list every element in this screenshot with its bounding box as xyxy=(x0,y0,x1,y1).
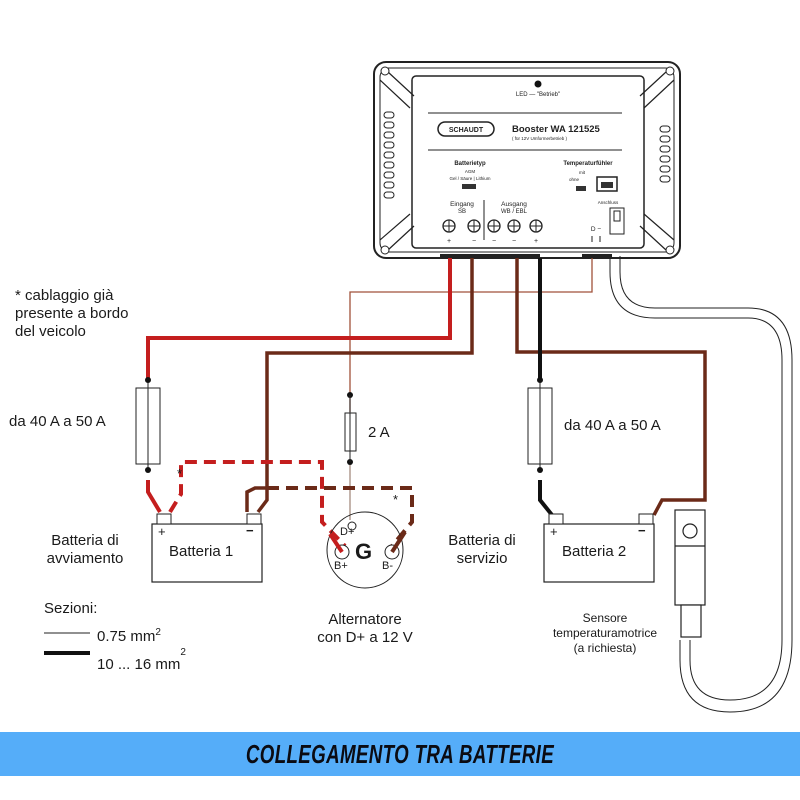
alternator-caption: Alternatore con D+ a 12 V xyxy=(317,611,413,646)
wire-output-minus xyxy=(515,258,707,516)
mount-hole-icon xyxy=(380,66,390,76)
vent-slot xyxy=(383,151,395,159)
legend-thin-sup: 2 xyxy=(155,627,161,638)
battery-type-line: Gel / Säure | Lithium xyxy=(450,176,491,181)
battery2-role: Batteria di servizio xyxy=(448,532,516,567)
sensor-eyelet-icon xyxy=(682,523,698,539)
vent-slots-left xyxy=(383,111,395,199)
prewired-note: * cablaggio già presente a bordo del vei… xyxy=(15,287,129,340)
d-plus-terminal-icon xyxy=(347,521,357,531)
brand-name: SCHAUDT xyxy=(449,127,484,134)
battery-2 xyxy=(543,513,655,583)
vent-slot xyxy=(659,125,671,133)
input-label: Eingang xyxy=(450,201,474,208)
battery-type-agm: AGM xyxy=(465,169,476,174)
screw-terminal-icon xyxy=(467,219,481,233)
output-sub: WB / EBL xyxy=(501,209,528,215)
terminal-sign: − xyxy=(512,238,516,245)
sensor-cable xyxy=(609,256,793,713)
terminal-sign: + xyxy=(534,238,538,245)
temp-sensor-mit: mit xyxy=(579,170,586,175)
vent-slot xyxy=(659,135,671,143)
battery2-plus: + xyxy=(550,524,558,539)
vent-slot xyxy=(659,165,671,173)
vent-slot xyxy=(383,161,395,169)
temp-sensor-ohne: ohne xyxy=(569,177,580,182)
vent-slot xyxy=(383,141,395,149)
terminal-sign: − xyxy=(472,238,476,245)
terminal-sign: + xyxy=(447,238,451,245)
battery1-asterisk: * xyxy=(177,466,183,481)
fuse-left-label: da 40 A a 50 A xyxy=(9,413,106,430)
battery2-minus: − xyxy=(638,523,646,538)
wire-input-minus xyxy=(265,258,474,488)
vent-slot xyxy=(383,181,395,189)
wire-output-plus-lower xyxy=(538,480,554,517)
terminal-block: + − − − + xyxy=(442,219,543,245)
title-banner: COLLEGAMENTO TRA BATTERIE xyxy=(0,732,800,776)
legend-thick-text: 10 ... 16 mm xyxy=(97,656,181,673)
connector-label: Anschluss xyxy=(598,200,619,205)
legend-thin-label: 0.75 mm2 xyxy=(97,624,161,646)
vent-slot xyxy=(659,175,671,183)
alternator-b-plus: B+ xyxy=(334,560,348,572)
booster-subtitle: ( für 12V Umformerbetrieb ) xyxy=(512,136,568,141)
screw-terminal-icon xyxy=(529,219,543,233)
battery1-minus: − xyxy=(246,523,254,538)
fuse-middle-label: 2 A xyxy=(368,424,390,441)
battery-1 xyxy=(151,513,263,583)
screw-terminal-icon xyxy=(507,219,521,233)
input-sub: SB xyxy=(458,209,466,215)
battery1-name: Batteria 1 xyxy=(169,543,234,560)
alternator-d-plus: D+ xyxy=(340,526,355,538)
temperature-sensor xyxy=(674,509,706,638)
temp-sensor-switch[interactable] xyxy=(576,186,586,191)
banner-title: COLLEGAMENTO TRA BATTERIE xyxy=(245,738,555,769)
wire-prewired-plus xyxy=(168,460,347,548)
screw-terminal-icon xyxy=(487,219,501,233)
vent-slots-right xyxy=(659,125,671,183)
terminal-sign: − xyxy=(492,238,496,245)
vent-slot xyxy=(659,155,671,163)
brand-logo xyxy=(437,121,495,137)
booster-title: Booster WA 121525 xyxy=(512,124,601,135)
legend-thin-text: 0.75 mm xyxy=(97,628,156,645)
alternator-b-minus: B- xyxy=(382,560,393,572)
vent-slot xyxy=(383,131,395,139)
battery-type-switch[interactable] xyxy=(462,184,476,189)
output-label: Ausgang xyxy=(501,201,527,208)
screw-terminal-icon xyxy=(442,219,456,233)
mount-hole-icon xyxy=(380,245,390,255)
wire-input-plus xyxy=(146,258,452,380)
mount-hole-icon xyxy=(665,66,675,76)
battery1-plus: + xyxy=(158,524,166,539)
vent-slot xyxy=(383,111,395,119)
battery2-name: Batteria 2 xyxy=(562,543,627,560)
legend-thick-label: 10 ... 16 mm2 xyxy=(97,644,186,674)
led-label: LED — "Betrieb" xyxy=(516,92,560,98)
mount-hole-icon xyxy=(665,245,675,255)
legend-thick-sup: 2 xyxy=(180,647,186,658)
sensor-caption: Sensore temperaturamotrice (a richiesta) xyxy=(552,611,658,655)
led-icon xyxy=(534,80,542,88)
vent-slot xyxy=(383,191,395,199)
vent-slot xyxy=(383,171,395,179)
battery-type-label: Batterietyp xyxy=(454,161,486,167)
alternator-asterisk: * xyxy=(393,492,399,507)
temp-sensor-label: Temperaturfühler xyxy=(563,161,613,167)
vent-slot xyxy=(659,145,671,153)
legend-title: Sezioni: xyxy=(44,600,98,617)
fuse-right-label: da 40 A a 50 A xyxy=(564,417,661,434)
booster-unit: LED — "Betrieb" SCHAUDT Booster WA 12152… xyxy=(373,61,681,259)
alternator-symbol: G xyxy=(355,539,373,564)
wire-battery1-plus xyxy=(146,480,162,514)
vent-slot xyxy=(383,121,395,129)
battery1-role: Batteria di avviamento xyxy=(46,532,124,567)
d-minus-label: D − xyxy=(591,226,602,233)
